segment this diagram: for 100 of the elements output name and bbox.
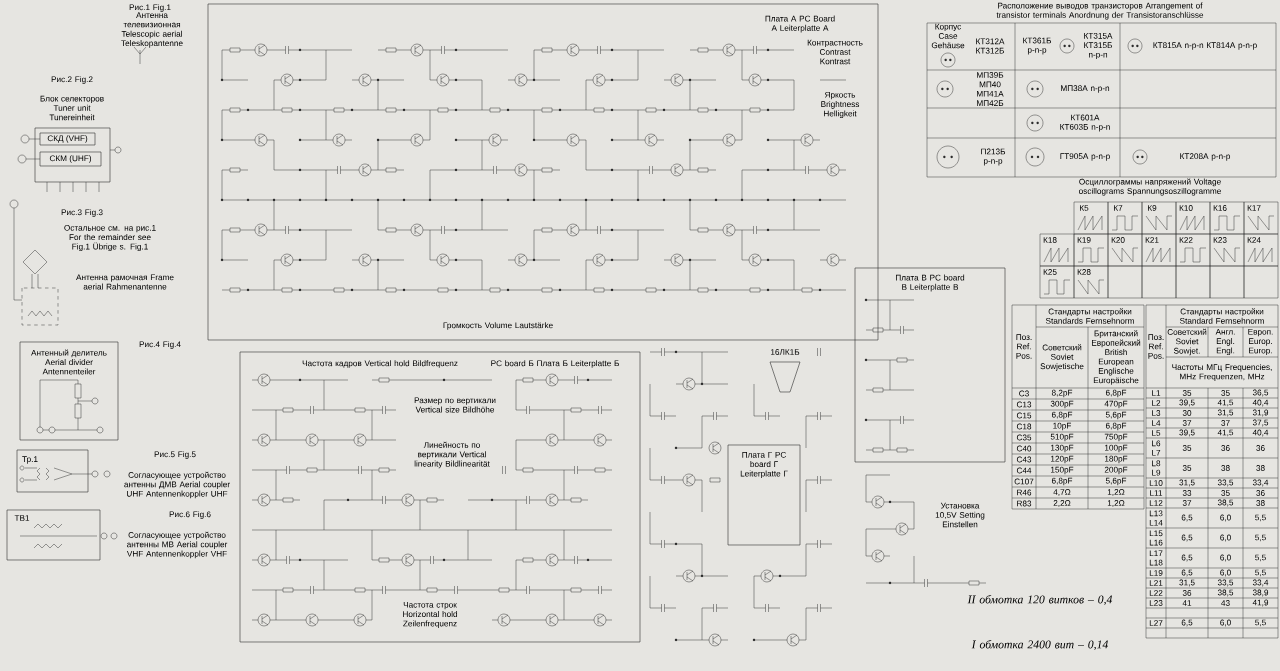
table-cell: 41,5 xyxy=(1217,399,1234,407)
table-cell: C15 xyxy=(1016,412,1032,419)
table-cell: 100pF xyxy=(1105,444,1128,453)
figure-caption: Рис.2 Fig.2 xyxy=(51,76,93,84)
table-cell: L15 L16 xyxy=(1149,530,1163,546)
table-cell: C44 xyxy=(1016,467,1032,474)
table-cell: 35 xyxy=(1221,490,1230,496)
oscillogram-label: К25 xyxy=(1043,269,1057,275)
table-cell: 6,5 xyxy=(1181,534,1193,542)
oscillogram-label: К5 xyxy=(1080,205,1089,211)
table-cell: L12 xyxy=(1149,500,1163,506)
oscillogram-label: К18 xyxy=(1043,237,1057,243)
table-cell: C43 xyxy=(1016,456,1032,463)
table-cell: 40,4 xyxy=(1252,429,1269,437)
oscillogram-label: К7 xyxy=(1114,205,1123,211)
table-cell: 39,5 xyxy=(1179,399,1195,407)
table-cell: 33,5 xyxy=(1217,579,1234,587)
table-cell: 41 xyxy=(1182,600,1192,606)
table-cell: C40 xyxy=(1016,445,1032,452)
table-cell: 750pF xyxy=(1104,433,1128,442)
table-cell: L10 xyxy=(1149,480,1163,486)
transistor-type: КТ312А КТ312Б xyxy=(976,38,1005,54)
table-header: Советский Soviet Sowjetische xyxy=(1040,344,1084,371)
oscillogram-label: К10 xyxy=(1179,205,1193,211)
board-outline: Плата В PC board В Leiterplatte В xyxy=(854,267,1006,463)
table-cell: 5,5 xyxy=(1255,514,1266,522)
annotation: Остальное см. на рис.1 For the remainder see Fig.1 Übrige s. Fig.1 xyxy=(64,224,156,252)
table-cell: L8 L9 xyxy=(1152,460,1161,476)
figure-caption: Рис.6 Fig.6 xyxy=(169,511,211,519)
table-cell: 33,4 xyxy=(1252,579,1269,587)
handwritten-note: II обмотка 120 витков – 0,4 xyxy=(967,594,1113,606)
table-cell: 1,2Ω xyxy=(1107,500,1125,507)
table-cell: C3 xyxy=(1019,390,1029,397)
table-cell: 37 xyxy=(1182,500,1192,506)
table-cell: L21 xyxy=(1149,580,1163,586)
table-cell: L11 xyxy=(1150,490,1163,496)
table-cell: 31,9 xyxy=(1252,409,1269,417)
table-cell: 31,5 xyxy=(1217,409,1234,417)
transistor-type: П213Б p-n-p xyxy=(981,148,1006,166)
table-cell: 38,5 xyxy=(1217,589,1234,597)
table-cell: 6,8pF xyxy=(1105,422,1127,431)
node-label: Блок селекторов Tuner unit Tunereinheit xyxy=(40,95,104,121)
table-cell: 41,9 xyxy=(1252,599,1269,607)
control-label: Линейность по вертикали Vertical linearity Bildlinearität xyxy=(414,441,490,469)
table-cell: L27 xyxy=(1149,620,1163,626)
table-cell: 38 xyxy=(1221,465,1230,471)
table-cell: L2 xyxy=(1152,400,1161,406)
table-cell: 36 xyxy=(1182,590,1192,596)
table-cell: 1,2Ω xyxy=(1107,489,1125,496)
table-cell: 6,0 xyxy=(1220,619,1231,627)
table-header: Стандарты настройки Standards Fernsehnorm xyxy=(1045,308,1134,324)
oscillogram-label: К21 xyxy=(1145,237,1159,243)
annotation: Антенна телевизионная Telescopic aerial Teleskopantenne xyxy=(121,12,183,48)
oscillogram-label: К20 xyxy=(1111,237,1125,243)
control-label: Установка 10,5V Setting Einstellen xyxy=(935,502,985,528)
table-cell: 36 xyxy=(1256,490,1265,496)
board-outline: Плата Г PC board Г Leiterplatte Г xyxy=(727,444,801,546)
table-title: Расположение выводов транзисторов Arrangement of transistor terminals Anordnung der Transistoranschlüsse xyxy=(996,2,1204,20)
table-cell: 38,9 xyxy=(1252,589,1269,597)
table-cell: 6,0 xyxy=(1220,554,1231,562)
annotation: Согласующее устройство антенны ДМВ Aerial coupler UHF Antennenkoppler UHF xyxy=(124,471,230,499)
table-cell: 150pF xyxy=(1051,466,1074,475)
table-cell: C107 xyxy=(1014,478,1034,485)
transistor-type: МП39Б МП40 МП41А МП42Б xyxy=(977,72,1004,106)
table-cell: 5,6pF xyxy=(1105,477,1127,486)
table-cell: L4 xyxy=(1152,420,1161,426)
annotation: Корпус Case Gehäuse xyxy=(931,23,965,49)
table-cell: 510pF xyxy=(1050,433,1074,442)
table-cell: 6,5 xyxy=(1181,569,1193,577)
table-cell: R46 xyxy=(1017,489,1032,496)
table-cell: 120pF xyxy=(1051,455,1074,464)
module-box: СКД (VHF) xyxy=(39,132,96,146)
handwritten-note: I обмотка 2400 вит – 0,14 xyxy=(971,639,1109,651)
table-cell: 180pF xyxy=(1105,455,1128,464)
transistor-type: КТ361Б p-n-p xyxy=(1023,37,1051,55)
control-label: Контрастность Contrast Kontrast xyxy=(807,39,863,65)
table-cell: L3 xyxy=(1152,410,1161,416)
transistor-type: ГТ905А p-n-p xyxy=(1060,153,1110,161)
table-cell: 5,5 xyxy=(1255,619,1266,627)
table-cell: L5 xyxy=(1152,430,1161,436)
table-cell: 5,5 xyxy=(1255,534,1266,542)
oscillogram-label: К28 xyxy=(1077,269,1091,275)
figure-caption: Рис.3 Fig.3 xyxy=(61,209,103,217)
table-cell: C35 xyxy=(1016,434,1032,441)
table-cell: 38,5 xyxy=(1217,499,1234,507)
oscillogram-label: К19 xyxy=(1077,237,1091,243)
table-cell: 5,5 xyxy=(1255,569,1266,577)
table-cell: 43 xyxy=(1221,600,1230,606)
table-header: Стандарты настройки Standard Fernsehnorm xyxy=(1180,308,1264,324)
table-cell: 200pF xyxy=(1104,466,1128,475)
oscillogram-label: К24 xyxy=(1247,237,1261,243)
control-label: Яркость Brightness Helligkeit xyxy=(821,91,860,119)
figure-caption: Рис.1 Fig.1 xyxy=(129,4,171,12)
transistor-type: КТ815А n-p-n КТ814А p-n-p xyxy=(1153,42,1257,50)
table-cell: 37,5 xyxy=(1252,419,1269,427)
table-cell: L6 L7 xyxy=(1152,440,1161,456)
control-label: Размер по вертикали Vertical size Bildhöhe xyxy=(414,397,496,413)
table-header: Англ. Engl. Engl. xyxy=(1215,328,1235,356)
table-cell: 6,8pF xyxy=(1051,411,1073,420)
table-cell: L13 L14 xyxy=(1149,510,1163,526)
